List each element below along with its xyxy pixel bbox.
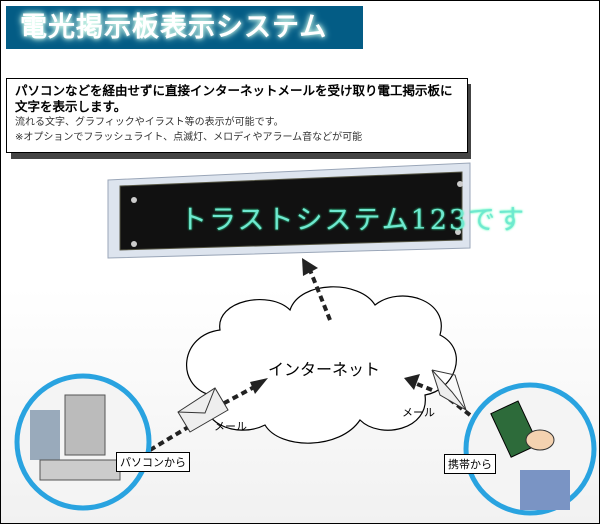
arrow-head-up	[302, 258, 318, 276]
led-sign-text: トラストシステム123です	[180, 205, 527, 236]
led-sign-image	[107, 162, 471, 259]
mobile-label: 携帯から	[444, 454, 496, 474]
envelope-icon-right	[431, 369, 467, 411]
description-line-1: 流れる文字、グラフィックやイラスト等の表示が可能です。	[15, 117, 284, 128]
description-line-2: ※オプションでフラッシュライト、点滅灯、メロディやアラーム音などが可能	[15, 132, 363, 143]
page-title: 電光掲示板表示システム	[6, 6, 363, 49]
internet-label: インターネット	[268, 360, 381, 379]
arrow-head-right	[404, 374, 420, 390]
description-main: パソコンなどを経由せずに直接インターネットメールを受け取り電工掲示板に文字を表示…	[15, 83, 453, 114]
mobile-user-circle	[463, 382, 597, 516]
mail-label-right: メール	[402, 406, 435, 419]
pc-user-circle	[14, 373, 152, 511]
pc-label: パソコンから	[116, 452, 190, 472]
envelope-icon-left	[177, 387, 229, 433]
mail-label-left: メール	[214, 420, 247, 433]
arrow-head-left	[250, 378, 268, 394]
description-box: パソコンなどを経由せずに直接インターネットメールを受け取り電工掲示板に文字を表示…	[6, 78, 468, 153]
